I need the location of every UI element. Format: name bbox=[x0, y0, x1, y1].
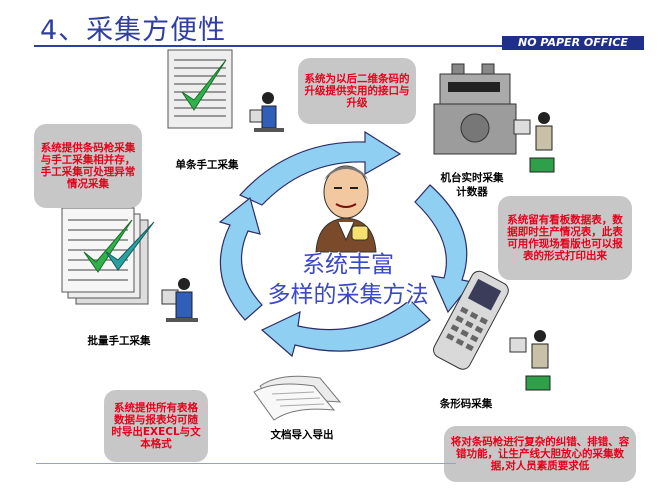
batch-manual-label: 批量手工采集 bbox=[87, 335, 151, 347]
document-stack-illustration bbox=[253, 375, 342, 421]
center-title-line1: 系统丰富 bbox=[302, 252, 394, 278]
callout-scanner-error-handling: 将对条码枪进行复杂的纠错、排错、容错功能，让生产线大胆放心的采集数据,对人员素质… bbox=[444, 426, 636, 482]
single-manual-label: 单条手工采集 bbox=[175, 159, 239, 171]
cycle-arrows bbox=[218, 130, 474, 358]
single-manual-illustration bbox=[167, 49, 284, 132]
barcode-scanner-illustration bbox=[433, 270, 551, 391]
footer-rule bbox=[36, 463, 456, 464]
callout-export-excel-text: 系统提供所有表格数据与报表均可随时导出EXECL与文本格式 bbox=[104, 390, 208, 462]
doc-io-label: 文档导入导出 bbox=[270, 429, 334, 441]
coffee-man-illustration bbox=[315, 165, 377, 253]
batch-manual-illustration bbox=[61, 207, 198, 322]
title-underline bbox=[34, 45, 504, 47]
center-title: 系统丰富 多样的采集方法 bbox=[228, 250, 468, 310]
barcode-label: 条形码采集 bbox=[439, 398, 493, 410]
callout-manual-scanner-coexist: 系统提供条码枪采集与手工采集相并存，手工采集可处理异常情况采集 bbox=[34, 124, 142, 208]
center-title-line2: 多样的采集方法 bbox=[267, 282, 429, 308]
callout-dashboard-report: 系统留有看板数据表，数据即时生产情况表，此表可用作现场看版也可以报表的形式打印出… bbox=[498, 196, 632, 280]
slide-title: 4、采集方便性 bbox=[40, 15, 227, 46]
machine-realtime-illustration bbox=[433, 63, 555, 173]
callout-2d-barcode-upgrade: 系统为以后二维条码的升级提供实用的接口与升级 bbox=[298, 58, 416, 124]
counter-label: 计数器 bbox=[456, 186, 488, 198]
machine-realtime-label: 机台实时采集 bbox=[440, 172, 504, 184]
brand-badge: NO PAPER OFFICE bbox=[502, 36, 644, 50]
